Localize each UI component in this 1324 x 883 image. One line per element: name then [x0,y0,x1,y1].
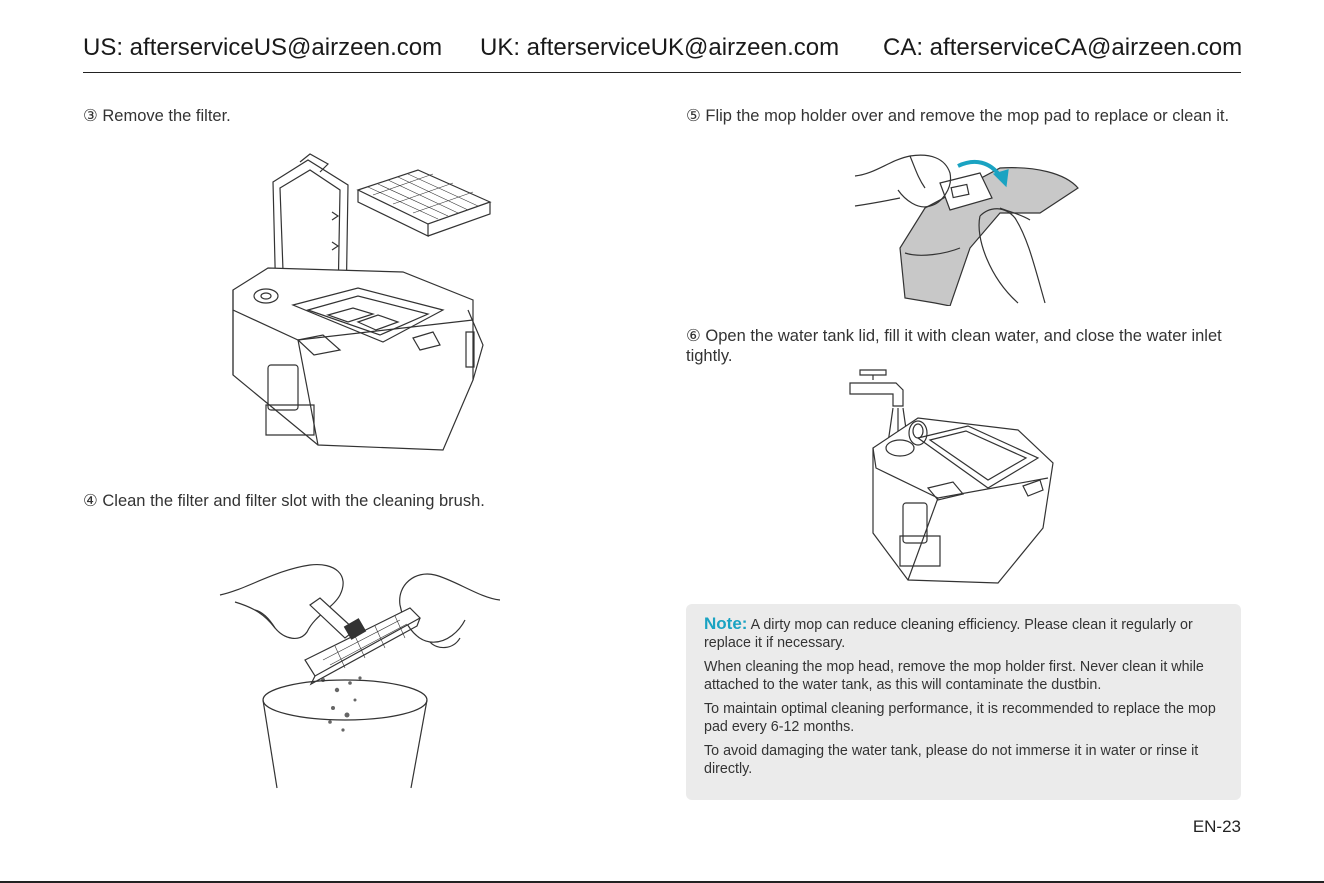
note-text-4: To avoid damaging the water tank, please… [704,743,1199,777]
contact-header: US: afterserviceUS@airzeen.com UK: after… [83,34,1243,73]
note-box: Note: A dirty mop can reduce cleaning ef… [686,604,1241,800]
step-6-text: ⑥ Open the water tank lid, fill it with … [686,327,1222,365]
fill-water-tank-illustration [848,368,1058,586]
footer-divider [0,881,1324,883]
ca-service-email: CA: afterserviceCA@airzeen.com [883,34,1243,61]
note-label: Note: [704,614,748,633]
step-5-text: ⑤ Flip the mop holder over and remove th… [686,107,1230,125]
step-3-text: ③ Remove the filter. [83,107,231,125]
note-text-3: To maintain optimal cleaning performance… [704,701,1216,735]
clean-filter-illustration [215,550,505,790]
note-text-1: A dirty mop can reduce cleaning efficien… [704,617,1193,651]
note-text-2: When cleaning the mop head, remove the m… [704,659,1204,693]
page-number: EN-23 [1192,817,1241,836]
remove-filter-illustration [228,150,493,460]
us-service-email: US: afterserviceUS@airzeen.com [83,34,443,61]
step-4-text: ④ Clean the filter and filter slot with … [83,492,485,510]
uk-service-email: UK: afterserviceUK@airzeen.com [480,34,840,61]
mop-holder-illustration [850,148,1080,306]
note-paragraph-1: Note: A dirty mop can reduce cleaning ef… [704,615,1223,652]
